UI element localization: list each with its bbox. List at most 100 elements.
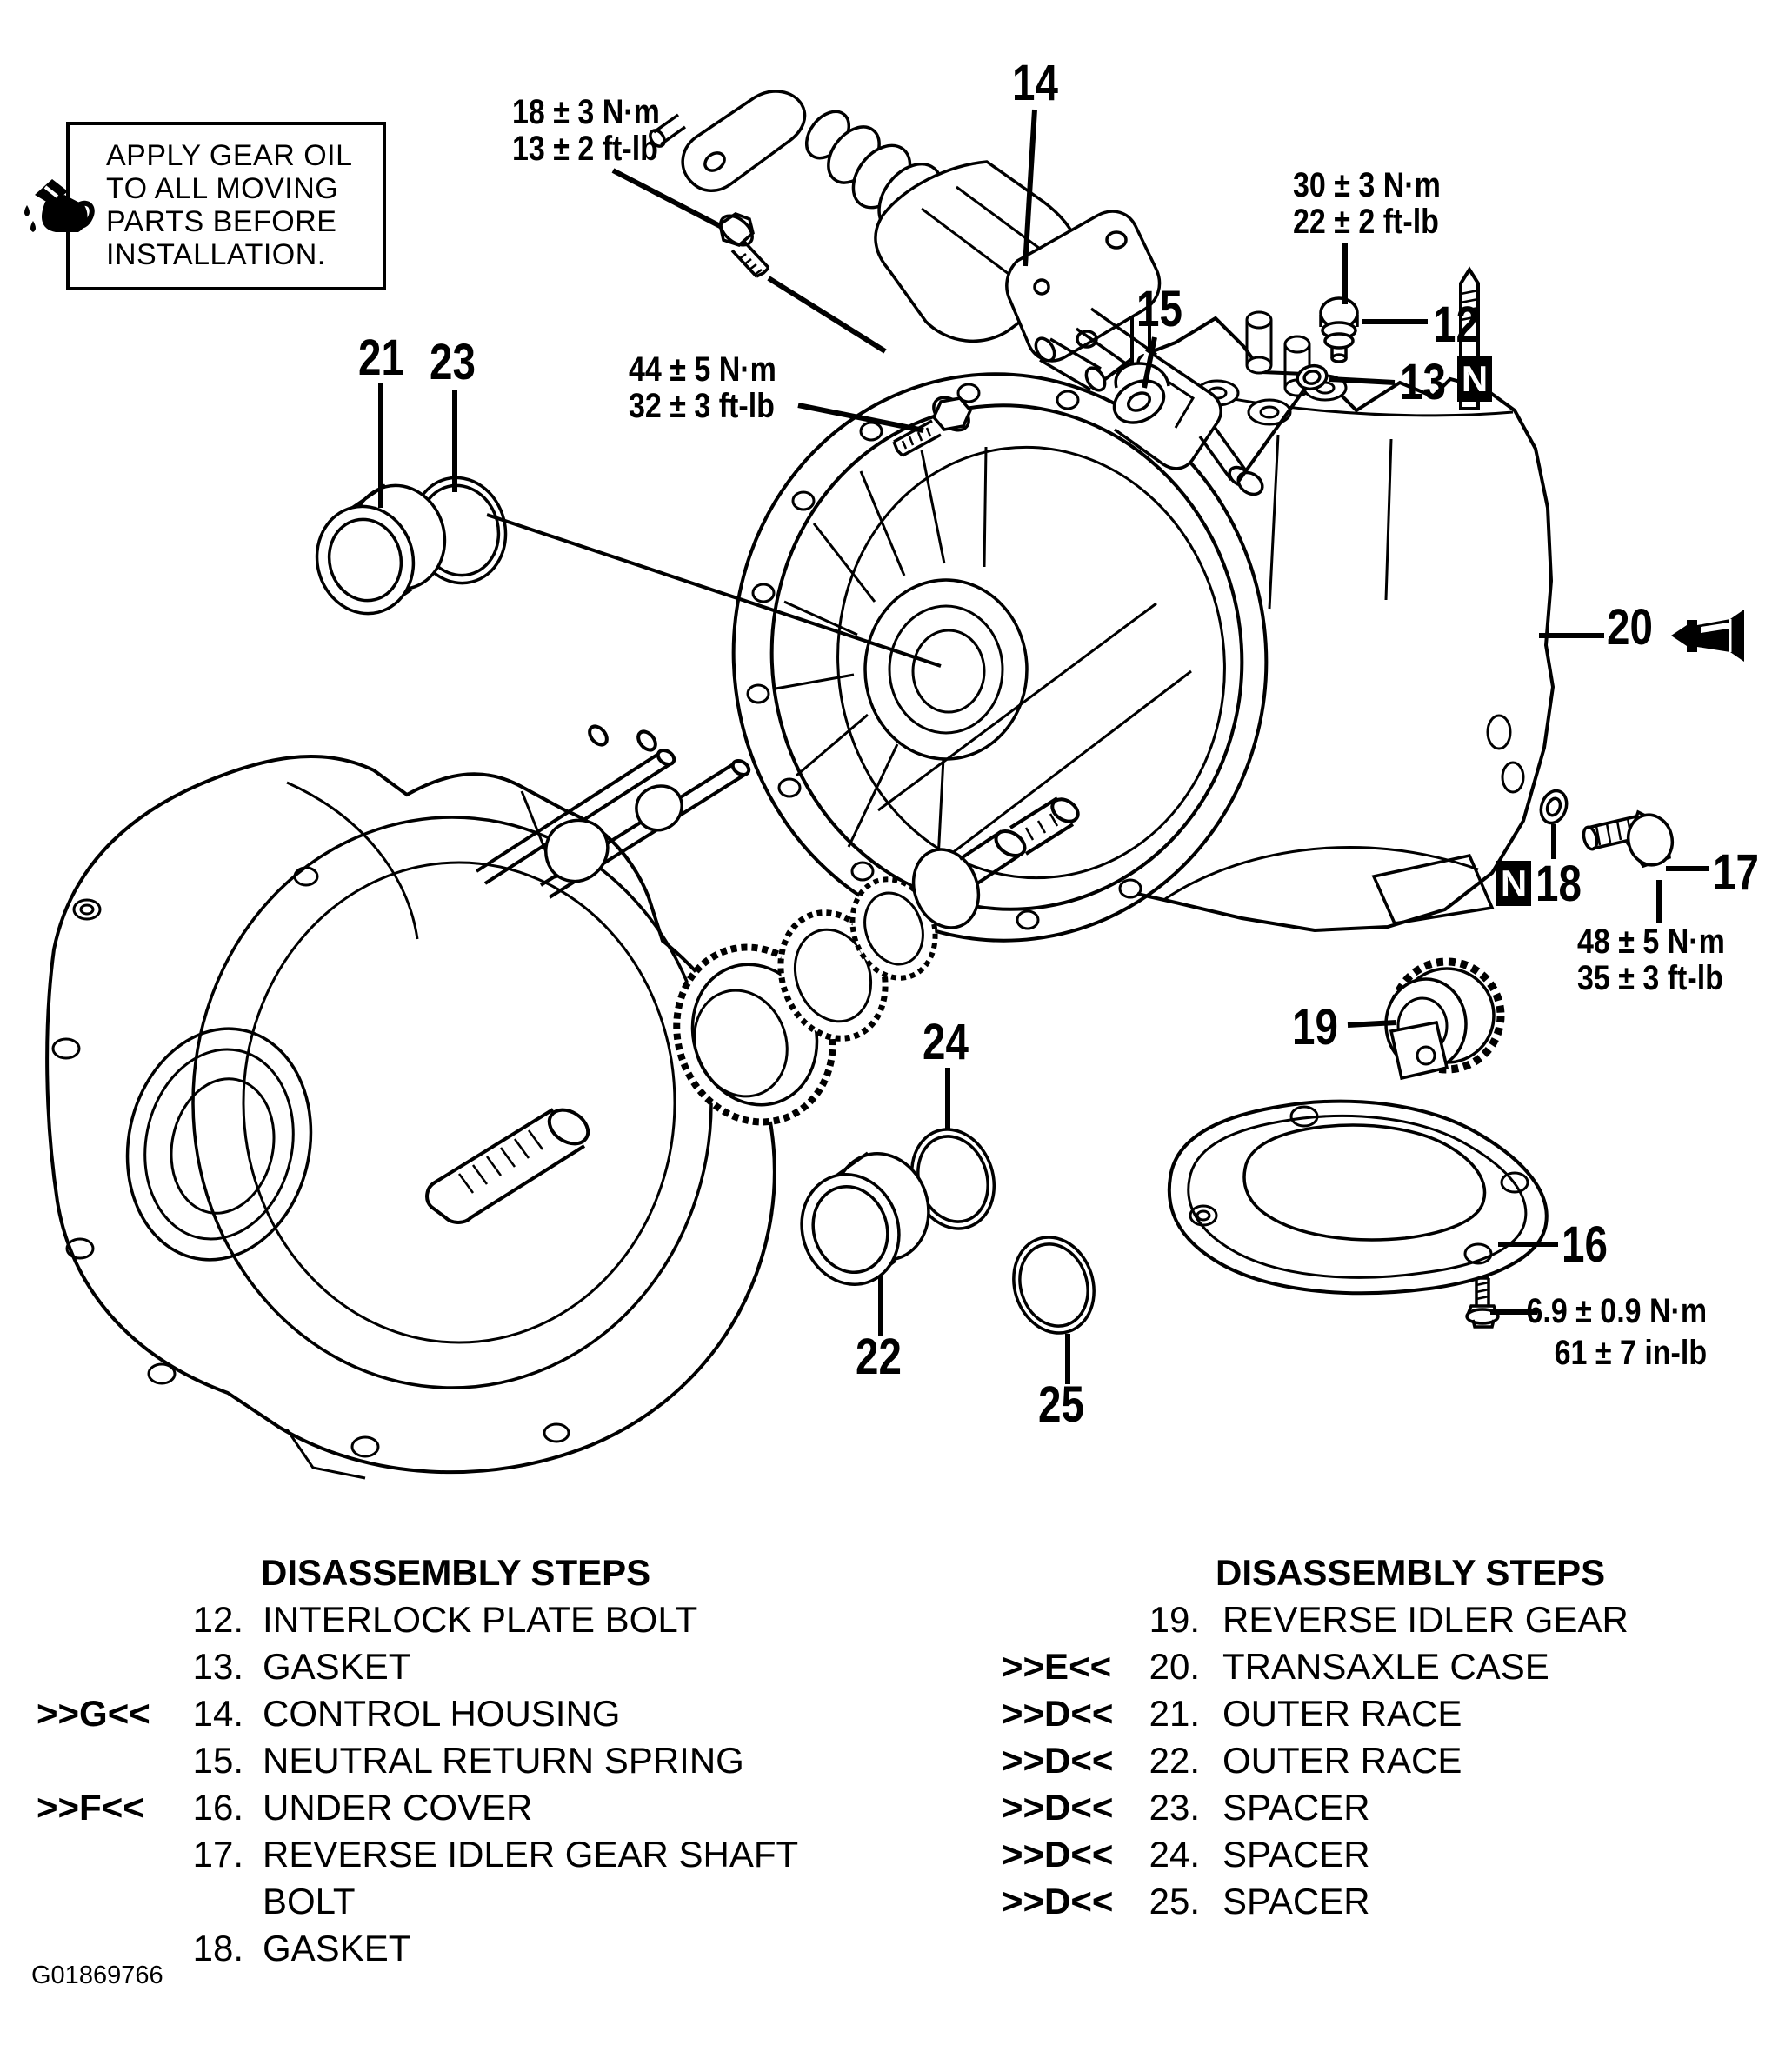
step-text: UNDER COVER [263,1787,533,1828]
list-header: DISASSEMBLY STEPS [1216,1552,1606,1593]
gear-oil-note: APPLY GEAR OIL TO ALL MOVING PARTS BEFOR… [66,122,386,290]
list-item: 17. REVERSE IDLER GEAR SHAFT [37,1831,799,1878]
list-item: 19. REVERSE IDLER GEAR [1002,1596,1629,1643]
callout-21: 21 [358,330,404,386]
list-item: >>F<< 16. UNDER COVER [37,1784,798,1831]
step-prefix: >>D<< [1002,1834,1114,1875]
step-prefix [37,1596,167,1643]
step-text: GASKET [263,1646,411,1687]
torque-line: 13 ± 2 ft-lb [512,130,658,168]
step-text: OUTER RACE [1222,1740,1462,1781]
step-text: REVERSE IDLER GEAR [1222,1599,1629,1640]
list-item: >>D<< 21. OUTER RACE [1002,1690,1629,1737]
step-number: 19. [1149,1599,1200,1640]
callout-24: 24 [923,1014,969,1070]
disassembly-steps-list-left: DISASSEMBLY STEPS 12. INTERLOCK PLATE BO… [37,1549,798,1972]
step-prefix [37,1831,167,1878]
callout-19: 19 [1292,999,1338,1056]
disassembly-steps-list-right: DISASSEMBLY STEPS 19. REVERSE IDLER GEAR… [1002,1549,1629,1925]
outer-race-22-spacers-24-25-drawing [800,1128,1096,1335]
torque-spec-case-bolt: 44 ± 5 N·m 32 ± 3 ft-lb [629,351,776,424]
reverse-idler-gear-drawing [1384,957,1505,1081]
step-number: 25. [1149,1881,1200,1922]
step-number: 14. [192,1693,243,1734]
list-header: DISASSEMBLY STEPS [261,1552,651,1593]
step-text: SPACER [1222,1834,1370,1875]
step-text: TRANSAXLE CASE [1222,1646,1549,1687]
callout-16: 16 [1562,1216,1608,1273]
note-line: PARTS BEFORE [106,205,337,238]
step-text: BOLT [263,1881,356,1922]
step-text: REVERSE IDLER GEAR SHAFT [263,1834,799,1875]
non-reusable-marker-18: N [1496,861,1531,906]
list-item-continuation: BOLT [37,1878,798,1925]
step-number: 13. [192,1646,243,1687]
step-text: OUTER RACE [1222,1693,1462,1734]
callout-13: 13 [1400,354,1446,410]
torque-line: 6.9 ± 0.9 N·m [1526,1292,1708,1330]
step-number: 22. [1149,1740,1200,1781]
torque-line: 22 ± 2 ft-lb [1293,203,1439,241]
callout-25: 25 [1038,1376,1084,1433]
torque-line: 44 ± 5 N·m [629,350,776,389]
step-number [167,1878,243,1925]
step-prefix: >>D<< [1002,1881,1114,1922]
step-prefix [37,1643,167,1690]
step-number: 24. [1149,1834,1200,1875]
step-text: GASKET [263,1928,411,1968]
list-item: 12. INTERLOCK PLATE BOLT [37,1596,798,1643]
list-item: >>E<< 20. TRANSAXLE CASE [1002,1643,1629,1690]
torque-spec-interlock-plate-bolt: 30 ± 3 N·m 22 ± 2 ft-lb [1293,167,1441,240]
sealant-tube-icon [1671,610,1744,662]
callout-18: 18 [1536,856,1582,912]
torque-spec-control-housing-bolt: 18 ± 3 N·m 13 ± 2 ft-lb [512,94,660,167]
step-prefix: >>F<< [37,1787,144,1828]
callout-20: 20 [1607,599,1653,656]
step-prefix [37,1878,167,1925]
transaxle-case-drawing [731,243,1556,943]
step-prefix: >>D<< [1002,1740,1114,1781]
step-prefix: >>E<< [1002,1646,1112,1687]
torque-spec-idler-shaft-bolt: 48 ± 5 N·m 35 ± 3 ft-lb [1577,923,1725,996]
list-item: >>D<< 25. SPACER [1002,1878,1629,1925]
callout-12: 12 [1433,296,1479,353]
leader-lines [378,109,1709,1384]
list-item: 18. GASKET [37,1925,798,1972]
step-number: 15. [192,1740,243,1781]
list-item: 13. GASKET [37,1643,798,1690]
callout-22: 22 [856,1329,902,1385]
step-text: NEUTRAL RETURN SPRING [263,1740,744,1781]
step-text: SPACER [1222,1787,1370,1828]
step-number: 20. [1149,1646,1200,1687]
step-prefix [37,1737,167,1784]
interlock-bolt-and-washers [718,212,1675,1329]
list-item: >>D<< 23. SPACER [1002,1784,1629,1831]
list-item: >>G<< 14. CONTROL HOUSING [37,1690,798,1737]
torque-line: 35 ± 3 ft-lb [1577,959,1723,997]
outer-race-21-spacer-23-drawing [315,476,508,616]
list-item: >>D<< 24. SPACER [1002,1831,1629,1878]
note-line: INSTALLATION. [106,238,326,271]
torque-line: 48 ± 5 N·m [1577,923,1725,961]
torque-line: 30 ± 3 N·m [1293,166,1441,204]
callout-23: 23 [430,334,476,390]
list-item: 15. NEUTRAL RETURN SPRING [37,1737,798,1784]
torque-spec-under-cover-screw: 6.9 ± 0.9 N·m 61 ± 7 in-lb [1525,1290,1707,1374]
torque-line: 18 ± 3 N·m [512,93,660,131]
step-prefix [1002,1596,1113,1643]
oil-can-icon [23,172,99,240]
step-number: 17. [192,1834,243,1875]
list-item: >>D<< 22. OUTER RACE [1002,1737,1629,1784]
step-number: 12. [192,1599,243,1640]
step-text: CONTROL HOUSING [263,1693,621,1734]
torque-line: 32 ± 3 ft-lb [629,387,775,425]
step-text: INTERLOCK PLATE BOLT [263,1599,698,1640]
callout-15: 15 [1136,281,1182,337]
step-text: SPACER [1222,1881,1370,1922]
note-line: TO ALL MOVING [106,172,339,205]
step-prefix: >>G<< [37,1693,150,1734]
step-number: 21. [1149,1693,1200,1734]
step-prefix: >>D<< [1002,1693,1114,1734]
